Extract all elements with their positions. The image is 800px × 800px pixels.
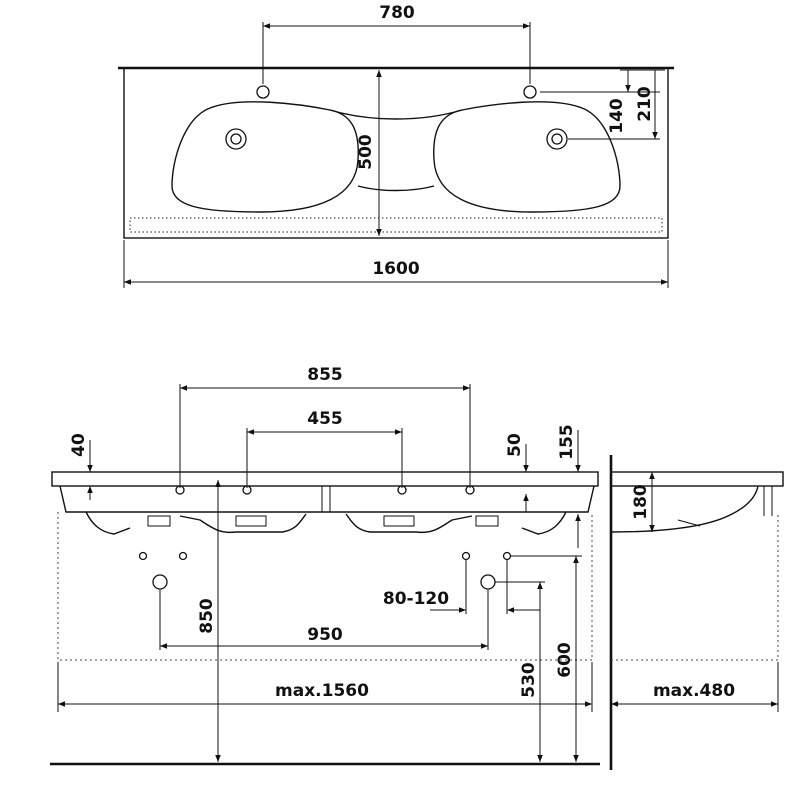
dim-side-height: 155 bbox=[557, 424, 577, 460]
dim-drain-spacing: 950 bbox=[307, 625, 343, 645]
dim-max-width: max.1560 bbox=[275, 681, 369, 701]
right-drain bbox=[480, 574, 496, 590]
front-right-bowl bbox=[345, 511, 567, 535]
dim-width: 1600 bbox=[372, 259, 419, 279]
top-view: 780 500 140 210 1600 bbox=[118, 3, 674, 288]
dim-max-depth: max.480 bbox=[653, 681, 735, 701]
dim-outer-holes: 855 bbox=[307, 365, 343, 385]
dim-supply-spacing: 80-120 bbox=[383, 589, 449, 609]
dim-tap-inset: 50 bbox=[505, 433, 525, 457]
right-tap-hole bbox=[523, 85, 537, 99]
left-supply-b bbox=[178, 551, 188, 561]
side-worktop bbox=[610, 471, 784, 487]
central-ridge bbox=[329, 109, 463, 120]
right-supply-b bbox=[502, 551, 512, 561]
dim-depth: 500 bbox=[356, 134, 376, 170]
side-view: 180 max.480 bbox=[609, 455, 784, 770]
left-supply-a bbox=[138, 551, 148, 561]
dim-height: 850 bbox=[197, 598, 217, 634]
front-worktop bbox=[51, 471, 599, 487]
dim-worktop-thickness: 40 bbox=[69, 433, 89, 457]
dim-tap-spacing: 780 bbox=[379, 3, 415, 23]
right-bowl-outline bbox=[433, 101, 621, 213]
dim-hole-from-back: 210 bbox=[635, 86, 655, 122]
left-tap-hole bbox=[256, 85, 270, 99]
dim-tap-from-back: 140 bbox=[607, 98, 627, 134]
left-drain bbox=[152, 574, 168, 590]
right-drain-hole bbox=[546, 128, 568, 150]
side-cabinet-outline bbox=[611, 512, 779, 661]
top-view-outline bbox=[123, 67, 669, 239]
dim-bowl-depth: 180 bbox=[631, 484, 651, 520]
right-supply-a bbox=[461, 551, 471, 561]
top-view-front-band bbox=[129, 217, 663, 233]
dim-supply-height: 600 bbox=[555, 642, 575, 678]
dim-inner-holes: 455 bbox=[307, 409, 343, 429]
front-view: 855 455 40 50 155 850 950 80-120 bbox=[50, 365, 600, 766]
front-cabinet-outline bbox=[57, 512, 593, 661]
left-drain-hole bbox=[225, 128, 247, 150]
dim-drain-height: 530 bbox=[519, 662, 539, 698]
left-bowl-outline bbox=[171, 101, 359, 213]
side-bowl-profile bbox=[610, 485, 759, 533]
front-left-bowl bbox=[85, 511, 307, 535]
